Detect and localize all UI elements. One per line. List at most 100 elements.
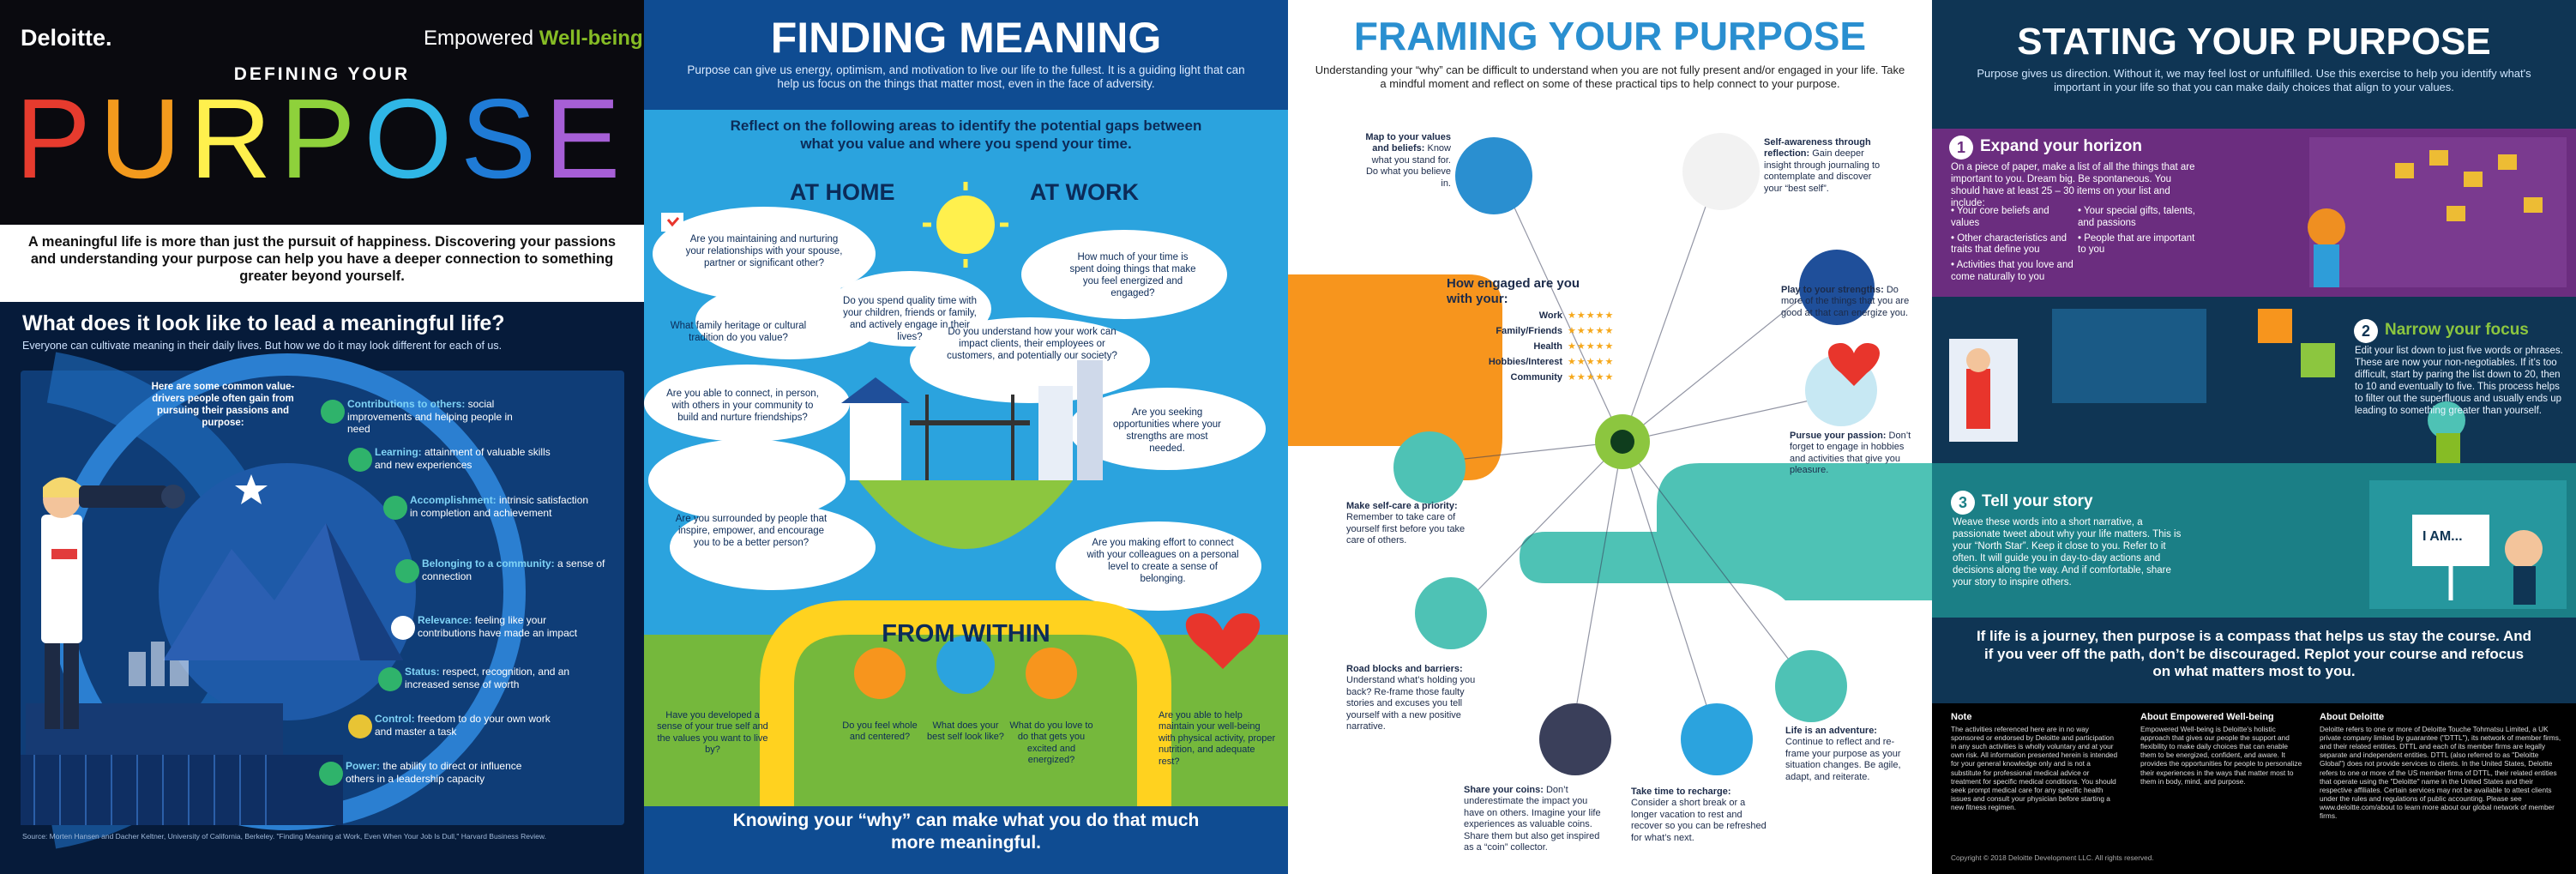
value-driver: Status: respect, recognition, and an inc… (405, 666, 570, 690)
tip-coins: Share your coins: Don’t underestimate th… (1464, 785, 1601, 853)
from-within-heading: FROM WITHIN (882, 620, 1050, 648)
value-driver: Belonging to a community: a sense of con… (422, 558, 605, 582)
engagement-row: Hobbies/Interest★★★★★ (1488, 357, 1615, 367)
finding-illustration (644, 182, 1288, 874)
within-q-1: Have you developed a sense of your true … (657, 710, 768, 756)
work-q-4: Are you making effort to connect with yo… (1086, 538, 1239, 585)
step3-desc: Weave these words into a short narrative… (1953, 517, 2182, 588)
value-driver: Relevance: feeling like your contributio… (418, 614, 578, 639)
list-item: • Your special gifts, talents, and passi… (2078, 206, 2195, 228)
engagement-row: Work★★★★★ (1538, 310, 1615, 321)
tip-passion: Pursue your passion: Don’t forget to eng… (1790, 431, 1911, 476)
step1-list-left: • Your core beliefs and values• Other ch… (1951, 206, 2075, 287)
at-work-heading: AT WORK (1030, 179, 1139, 205)
i-am-sign: I AM... (2423, 529, 2463, 544)
at-home-heading: AT HOME (790, 179, 895, 205)
step3-badge: 3 (1951, 491, 1975, 515)
intro-text: A meaningful life is more than just the … (27, 234, 617, 285)
home-q-3: What family heritage or cultural traditi… (670, 321, 807, 344)
reflect-text: Reflect on the following areas to identi… (730, 118, 1202, 152)
work-q-2: Do you understand how your work can impa… (947, 327, 1117, 362)
stating-title: STATING YOUR PURPOSE (2017, 21, 2491, 63)
step2-band (1932, 297, 2576, 463)
city-skyline (841, 360, 1103, 480)
work-q-1: How much of your time is spent doing thi… (1069, 252, 1196, 299)
hand-eye-illustration (1288, 133, 1932, 775)
note-text: The activities referenced here are in no… (1951, 725, 2118, 811)
step2-title: Narrow your focus (2385, 321, 2529, 339)
framing-title: FRAMING YOUR PURPOSE (1353, 14, 1867, 58)
rating-stars[interactable]: ★★★★★ (1568, 310, 1615, 321)
engagement-row: Family/Friends★★★★★ (1496, 326, 1615, 336)
value-driver: Power: the ability to direct or influenc… (346, 760, 522, 785)
finding-closing: Knowing your “why” can make what you do … (732, 811, 1200, 853)
finding-intro: Purpose can give us energy, optimism, an… (687, 63, 1245, 91)
section-title: What does it look like to lead a meaning… (22, 311, 505, 335)
intro-band (0, 225, 644, 302)
engagement-row: Community★★★★★ (1510, 372, 1615, 383)
meaning-illustration (21, 352, 526, 849)
home-q-1: Are you maintaining and nurturing your r… (685, 234, 843, 269)
within-q-5: Are you able to help maintain your well-… (1159, 710, 1276, 767)
tip-adventure: Life is an adventure: Continue to reflec… (1785, 726, 1901, 782)
tip-values: Map to your values and beliefs: Know wha… (1365, 132, 1451, 189)
within-q-2: Do you feel whole and centered? (842, 720, 918, 743)
driver-icons (319, 400, 419, 786)
tagline-prefix: Empowered (424, 27, 534, 50)
title-block (0, 0, 644, 225)
engaged-title: How engaged are you with your: (1447, 276, 1580, 307)
tip-strengths: Play to your strengths: Do more of the t… (1781, 285, 1910, 318)
within-q-3: What does your best self look like? (927, 720, 1004, 743)
step3-title: Tell your story (1982, 492, 2093, 510)
step1-desc: On a piece of paper, make a list of all … (1951, 162, 2195, 209)
step1-list-right: • Your special gifts, talents, and passi… (2078, 206, 2202, 260)
finding-title: FINDING MEANING (770, 14, 1162, 62)
kicker: DEFINING YOUR (233, 64, 411, 84)
value-driver: Control: freedom to do your own work and… (375, 713, 551, 738)
home-q-5: Are you surrounded by people that inspir… (675, 514, 828, 549)
panel-stating-purpose: STATING YOUR PURPOSE Purpose gives us di… (1932, 0, 2576, 874)
title-letter: P (15, 75, 99, 202)
title-letter: P (280, 75, 364, 202)
drivers-lead: Here are some common value-drivers peopl… (151, 382, 295, 429)
well-being-logo: Empowered Well-being (424, 26, 643, 51)
tip-road-blocks: Road blocks and barriers: Understand wha… (1346, 664, 1476, 732)
stating-illustration (1932, 129, 2576, 703)
rating-stars[interactable]: ★★★★★ (1568, 372, 1615, 383)
list-item: • Your core beliefs and values (1951, 206, 2049, 228)
rating-stars[interactable]: ★★★★★ (1568, 326, 1615, 336)
step1-title: Expand your horizon (1980, 137, 2142, 155)
home-q-4: Are you able to connect, in person, with… (666, 389, 819, 424)
engagement-row: Health★★★★★ (1533, 341, 1615, 352)
rating-stars[interactable]: ★★★★★ (1568, 357, 1615, 367)
title-letter: R (190, 75, 280, 202)
value-driver: Accomplishment: intrinsic satisfaction i… (410, 494, 589, 519)
tagline-highlight: Well-being (539, 27, 643, 50)
tip-icons (1393, 133, 1877, 775)
list-item: • People that are important to you (2078, 232, 2195, 256)
purpose-title: PURPOSE (0, 82, 644, 196)
within-q-4: What do you love to do that gets you exc… (1009, 720, 1093, 766)
title-letter: O (364, 75, 461, 202)
title-letter: S (460, 75, 545, 202)
tip-recharge: Take time to recharge: Consider a short … (1631, 787, 1766, 843)
tip-self-care: Make self-care a priority: Remember to t… (1346, 501, 1466, 546)
home-q-2: Do you spend quality time with your chil… (843, 296, 977, 343)
panel-finding-meaning: FINDING MEANING Purpose can give us ener… (644, 0, 1288, 874)
deloitte-logo: Deloitte. (21, 25, 112, 51)
panel-framing-purpose: FRAMING YOUR PURPOSE Understanding your … (1288, 0, 1932, 874)
about-deloitte-title: About Deloitte (2320, 712, 2385, 722)
about-deloitte-text: Deloitte refers to one or more of Deloit… (2320, 725, 2561, 821)
section-subtitle: Everyone can cultivate meaning in their … (22, 340, 503, 352)
stating-intro: Purpose gives us direction. Without it, … (1977, 67, 2531, 93)
list-item: • Activities that you love and come natu… (1951, 260, 2073, 282)
step1-badge: 1 (1949, 136, 1973, 160)
value-driver: Contributions to others: social improvem… (347, 398, 513, 436)
source-note: Source: Morten Hansen and Dacher Keltner… (22, 832, 546, 841)
rating-stars[interactable]: ★★★★★ (1568, 341, 1615, 352)
copyright: Copyright © 2018 Deloitte Development LL… (1951, 853, 2154, 862)
step2-badge: 2 (2354, 319, 2378, 343)
about-ew-text: Empowered Well-being is Deloitte's holis… (2140, 725, 2302, 786)
about-ew-title: About Empowered Well-being (2140, 712, 2274, 722)
step2-desc: Edit your list down to just five words o… (2355, 346, 2563, 417)
